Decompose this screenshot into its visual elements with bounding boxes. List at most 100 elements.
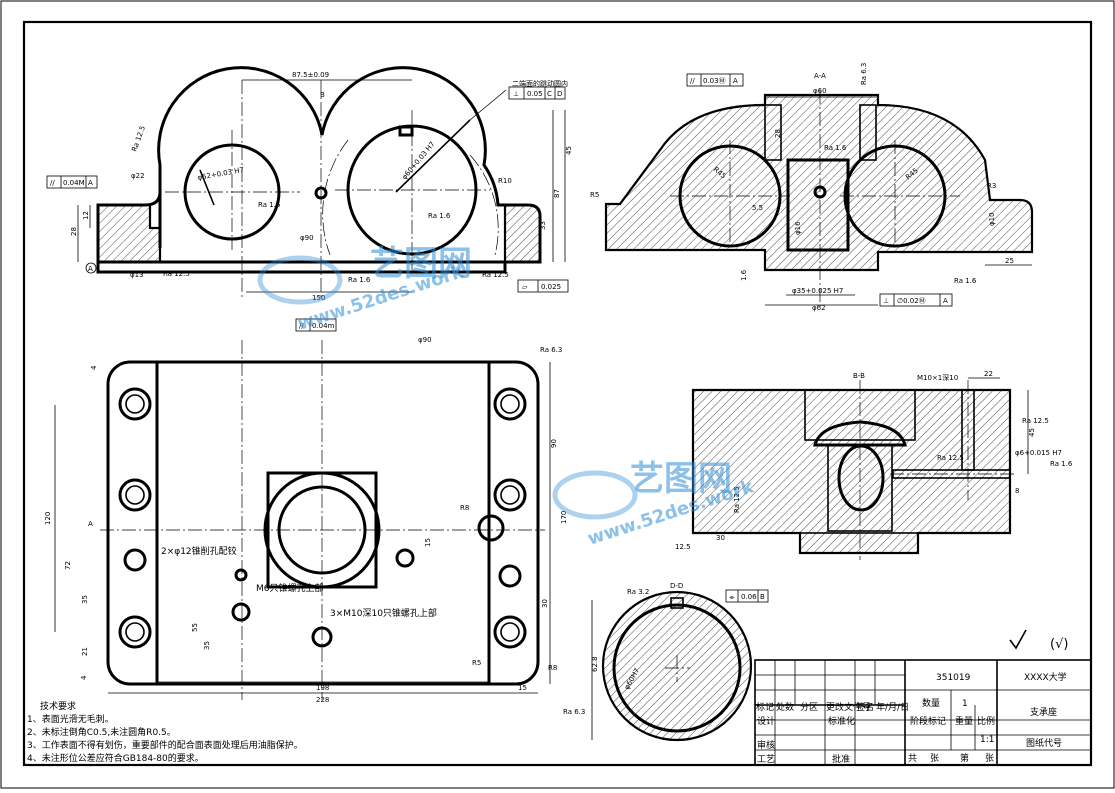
dim-plan-198: 198 xyxy=(316,684,329,692)
dim-phi13: φ13 xyxy=(130,271,144,279)
dim-plan-35b: 35 xyxy=(81,595,89,604)
tb-sheet-label-1: 张 xyxy=(930,753,939,764)
tb-school: XXXX大学 xyxy=(1024,671,1067,683)
dim-plan-r5: R5 xyxy=(472,659,481,667)
tb-role-process: 工艺 xyxy=(757,754,775,765)
title-block: 351019 XXXX大学 数量 1 支承座 阶段标记 重量 比例 1:1 图纸… xyxy=(754,659,1092,766)
svg-text://: // xyxy=(299,322,304,330)
watermark-name-2: 艺图网 xyxy=(630,459,732,499)
tol-frame-front-top: ⊥ 0.05 C D xyxy=(508,86,566,100)
dim-aa-phi60: φ60 xyxy=(813,87,827,95)
ra-front-2: Ra 1.6 xyxy=(258,201,281,209)
ra-plan-2: Ra 6.3 xyxy=(563,708,585,716)
dim-plan-228: 228 xyxy=(316,696,329,704)
watermark-name-1: 艺图网 xyxy=(370,244,472,284)
tb-row-sign: 签名 xyxy=(856,701,874,713)
tb-page-label: 第 xyxy=(960,752,969,764)
dim-aa-28: 28 xyxy=(774,129,782,138)
svg-text:0.06: 0.06 xyxy=(741,593,757,601)
section-dd-view: D-D 62.8 φ60H7 Ra 3.2 ⌯ 0.06 B xyxy=(591,582,769,742)
tol-frame-front-flat: ▱ 0.025 xyxy=(517,279,569,293)
dim-bb-45: 45 xyxy=(1028,428,1036,437)
tb-role-design: 设计 xyxy=(757,715,775,727)
tech-item-1: 1、表面光滑无毛刺。 xyxy=(27,713,114,725)
svg-text:A: A xyxy=(943,297,948,305)
svg-text:⌯: ⌯ xyxy=(729,593,735,601)
dim-r10: R10 xyxy=(498,177,512,185)
dim-aa-phi35: φ35+0.025 H7 xyxy=(792,287,843,295)
svg-text:B: B xyxy=(760,593,765,601)
dim-bb-22: 22 xyxy=(984,370,993,378)
tb-row-mark: 标记 xyxy=(756,701,774,713)
tb-role-approve: 批准 xyxy=(832,753,850,765)
dim-plan-21: 21 xyxy=(81,647,89,656)
dim-aa-phi10: φ10 xyxy=(988,212,996,226)
tb-row-zone: 分区 xyxy=(800,702,818,713)
svg-text:A: A xyxy=(88,179,93,187)
section-aa-label: A-A xyxy=(814,72,826,80)
svg-text:0.04M: 0.04M xyxy=(63,179,85,187)
dim-875: 87.5±0.09 xyxy=(292,71,329,79)
ra-front-1: Ra 12.5 xyxy=(130,125,147,153)
dim-aa-phi62: φ62 xyxy=(812,304,826,312)
dim-plan-170: 170 xyxy=(560,511,568,524)
note-hole-1: 2×φ12锥削孔配铰 xyxy=(161,545,237,557)
dim-right-bore: φ60+0.03 H7 xyxy=(400,140,436,181)
plan-bolt-holes xyxy=(118,387,527,649)
section-bb-view: B-B M10×1深10 22 45 φ6+0.015 H7 30 12.5 8… xyxy=(675,370,1073,560)
dim-12: 12 xyxy=(82,211,90,220)
svg-text:⊥: ⊥ xyxy=(883,297,889,305)
dim-plan-4b: 4 xyxy=(80,675,88,680)
ra-dd-1: Ra 3.2 xyxy=(627,588,649,596)
svg-text:D: D xyxy=(557,90,562,98)
dim-150: 150 xyxy=(312,294,325,302)
tb-quantity-label: 数量 xyxy=(922,697,940,709)
ra-aa-2: Ra 1.6 xyxy=(824,144,847,152)
inner-frame xyxy=(22,20,1093,767)
tb-weight-label: 重量 xyxy=(955,715,973,727)
front-view: 87.5±0.09 45 87 33 28 12 φ22 φ13 R10 φ90… xyxy=(46,66,573,302)
ra-front-3: Ra 1.6 xyxy=(428,212,451,220)
plan-datum-a: A xyxy=(88,520,93,528)
tb-part-name: 支承座 xyxy=(1030,706,1057,718)
ra-aa-3: Ra 1.6 xyxy=(954,277,977,285)
svg-text:0.04m: 0.04m xyxy=(312,322,335,330)
svg-text:C: C xyxy=(547,90,552,98)
ra-aa-1: Ra 6.3 xyxy=(860,63,868,85)
dim-bb-m10: M10×1深10 xyxy=(917,373,958,382)
dim-aa-phi16: φ16 xyxy=(794,221,802,235)
tol-frame-aa-bottom: ⊥ ∅0.02Ⓜ A xyxy=(879,293,953,307)
ra-front-5: Ra 1.6 xyxy=(348,276,371,284)
dim-aa-r5: R5 xyxy=(590,191,599,199)
dim-plan-120: 120 xyxy=(44,512,52,525)
section-dd-label: D-D xyxy=(670,582,683,590)
svg-text:0.05: 0.05 xyxy=(527,90,543,98)
dim-dd-628: 62.8 xyxy=(591,656,599,672)
dim-aa-r3: R3 xyxy=(987,182,996,190)
tb-quantity: 1 xyxy=(962,699,968,709)
plan-view: 228 198 170 120 90 72 55 35 35 30 21 15 … xyxy=(44,318,585,716)
tb-sheet-label-2: 张 xyxy=(985,753,994,764)
dim-plan-55: 55 xyxy=(191,623,199,632)
dim-45: 45 xyxy=(565,146,573,155)
tech-item-3: 3、工作表面不得有划伤，重要部件的配合面表面处理后用油脂保护。 xyxy=(27,739,303,751)
tb-stage-label: 阶段标记 xyxy=(910,715,946,727)
general-roughness: (√) xyxy=(1009,629,1068,652)
dim-plan-r8b: R8 xyxy=(548,664,557,672)
tol-frame-plan: // 0.04m xyxy=(295,318,337,332)
tb-drawing-no-label: 图纸代号 xyxy=(1026,737,1062,749)
dim-left-bore: φ52+0.03 H7 xyxy=(197,166,245,182)
dim-phi22: φ22 xyxy=(131,172,145,180)
front-note: 二端面的跳动圆内 xyxy=(512,79,568,88)
tol-frame-dd: ⌯ 0.06 B xyxy=(725,589,769,603)
tb-scale: 1:1 xyxy=(980,735,994,745)
dim-plan-phi90: φ90 xyxy=(418,336,432,344)
svg-text:0.03Ⓜ: 0.03Ⓜ xyxy=(703,77,726,85)
svg-text:∅0.02Ⓜ: ∅0.02Ⓜ xyxy=(897,297,926,305)
svg-text:▱: ▱ xyxy=(522,283,528,291)
dim-plan-30: 30 xyxy=(541,599,549,608)
surface-mark: (√) xyxy=(1050,637,1068,652)
svg-text://: // xyxy=(50,179,55,187)
svg-text:A: A xyxy=(88,265,93,273)
